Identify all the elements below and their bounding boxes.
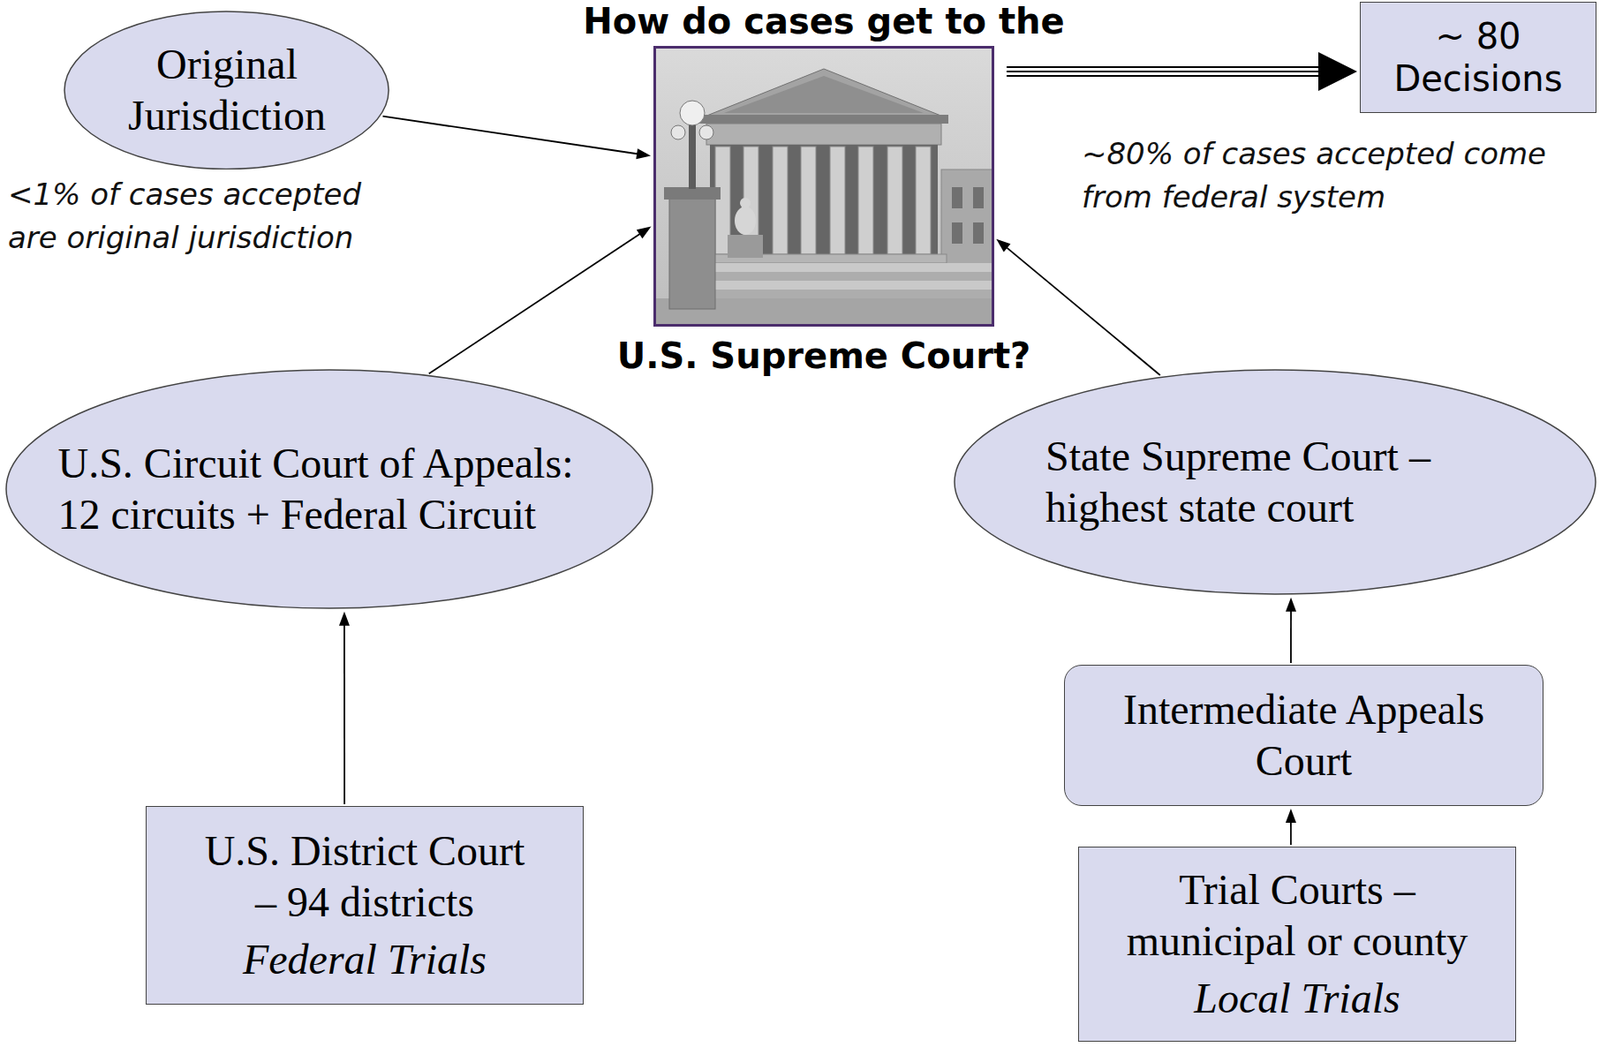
statue-pedestal — [727, 234, 763, 258]
arrow-shaft — [382, 116, 639, 155]
arrow-head — [996, 239, 1011, 253]
trial-type-label: Federal Trials — [197, 934, 532, 986]
node-label: U.S. Circuit Court of Appeals: 12 circui… — [58, 437, 602, 540]
trial-type-label: Local Trials — [1111, 973, 1483, 1025]
connector-arrow — [1285, 597, 1297, 664]
jurisdiction-ellipse: Original Jurisdiction — [63, 10, 390, 171]
node-label: U.S. District Court – 94 districts — [197, 825, 532, 928]
step — [694, 263, 995, 272]
wing-window — [973, 222, 984, 244]
arrow-head — [635, 148, 651, 159]
court-ellipse: U.S. Circuit Court of Appeals: 12 circui… — [5, 369, 654, 610]
node-text-group: Intermediate Appeals Court — [1096, 684, 1512, 786]
ellipse-shape — [64, 11, 389, 170]
arrow-shaft — [1290, 610, 1292, 664]
ellipse-outline — [953, 369, 1597, 596]
step — [683, 280, 995, 290]
column — [915, 146, 931, 255]
step — [688, 271, 995, 281]
court-ellipse: State Supreme Court – highest state cour… — [953, 369, 1597, 596]
wing-window — [973, 187, 984, 209]
arrow-shaft — [1006, 66, 1321, 68]
connector-arrow — [339, 611, 350, 805]
node-text-group: U.S. District Court – 94 districtsFedera… — [197, 825, 532, 986]
lamp-globe — [671, 125, 686, 140]
step — [678, 289, 995, 299]
wing-window — [951, 222, 963, 244]
node-label: Original Jurisdiction — [116, 38, 338, 141]
arrow-shaft — [429, 233, 642, 374]
annotation-note: ~80% of cases accepted come from federal… — [1081, 132, 1585, 220]
ellipse-outline — [63, 10, 390, 171]
node-text-group: ~ 80 Decisions — [1372, 15, 1585, 100]
arrow-head — [1285, 597, 1297, 612]
node-text-group: Original Jurisdiction — [116, 38, 338, 141]
decisions-box: ~ 80 Decisions — [1359, 1, 1597, 114]
column — [858, 146, 874, 255]
node-text-group: Trial Courts – municipal or countyLocal … — [1111, 864, 1483, 1025]
node-label: Intermediate Appeals Court — [1096, 684, 1512, 786]
arrow-shaft — [343, 624, 346, 805]
diagram-title: How do cases get to the — [426, 0, 1222, 43]
court-box: Intermediate Appeals Court — [1064, 664, 1544, 807]
column — [800, 146, 816, 255]
lamp-globe — [699, 125, 714, 140]
column — [830, 146, 846, 255]
lamp-post — [688, 123, 696, 189]
arrow-shaft — [1006, 75, 1321, 77]
arrow-head — [636, 226, 652, 239]
annotation-note: <1% of cases accepted are original juris… — [7, 173, 397, 261]
lamp-globe — [679, 100, 705, 126]
arrow-head — [1318, 52, 1358, 91]
ellipse-shape — [954, 369, 1596, 595]
lamp-pedestal — [669, 197, 716, 310]
triple-arrow — [1006, 52, 1358, 91]
court-image-frame: U.S. Supreme Court? — [653, 45, 995, 327]
node-text-group: U.S. Circuit Court of Appeals: 12 circui… — [58, 437, 602, 540]
statue-body — [734, 206, 756, 235]
connector-arrow — [1285, 808, 1297, 846]
statue-head — [739, 197, 751, 209]
court-box: U.S. District Court – 94 districtsFedera… — [145, 806, 584, 1005]
node-text-group: State Supreme Court – highest state cour… — [1045, 430, 1505, 533]
arrow-shaft — [1006, 70, 1321, 73]
court-caption: U.S. Supreme Court? — [558, 334, 1089, 378]
pediment — [704, 68, 944, 117]
arrow-shaft — [1290, 821, 1292, 846]
court-box: Trial Courts – municipal or countyLocal … — [1078, 846, 1517, 1042]
arrow-head — [1285, 808, 1297, 823]
column — [887, 146, 903, 255]
ellipse-outline — [5, 369, 654, 610]
right-wing — [941, 169, 995, 269]
node-label: Trial Courts – municipal or county — [1111, 864, 1483, 967]
node-label: ~ 80 Decisions — [1372, 15, 1585, 100]
node-label: State Supreme Court – highest state cour… — [1045, 430, 1505, 533]
connector-arrow — [382, 116, 651, 159]
wing-window — [951, 187, 963, 209]
ellipse-shape — [6, 369, 653, 609]
column — [772, 146, 788, 255]
entablature — [706, 123, 942, 145]
cornice — [699, 114, 949, 124]
supreme-court-photo — [653, 45, 995, 327]
lamp-cap — [664, 187, 721, 200]
sky — [653, 45, 995, 327]
arrow-head — [339, 611, 350, 627]
tympanum — [724, 75, 924, 114]
